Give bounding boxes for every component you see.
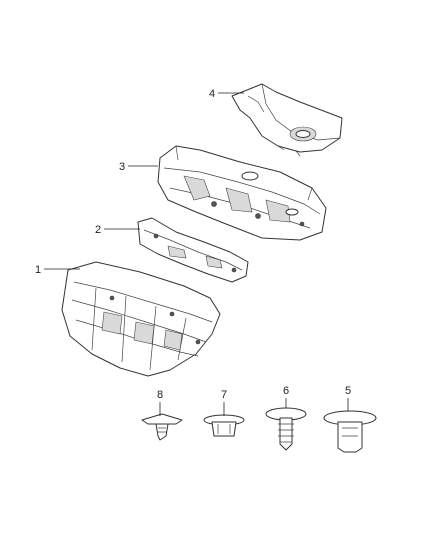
leader-lines [44,92,349,416]
callout-8: 8 [157,389,163,401]
part-5-retainer [323,410,377,453]
part-2-dash-bar [137,217,249,283]
callout-4: 4 [209,88,215,100]
part-6-tree-clip [265,407,307,451]
part-3-dash-silencer [157,145,327,241]
callout-7: 7 [221,389,227,401]
part-7-nut [203,414,245,437]
callout-3: 3 [119,161,125,173]
part-1-hood-silencer [61,261,221,377]
callout-6: 6 [283,385,289,397]
callout-5: 5 [345,385,351,397]
callout-1: 1 [35,264,41,276]
part-4-silencer-panel [231,83,343,157]
callout-2: 2 [95,224,101,236]
part-8-push-pin [141,413,183,441]
